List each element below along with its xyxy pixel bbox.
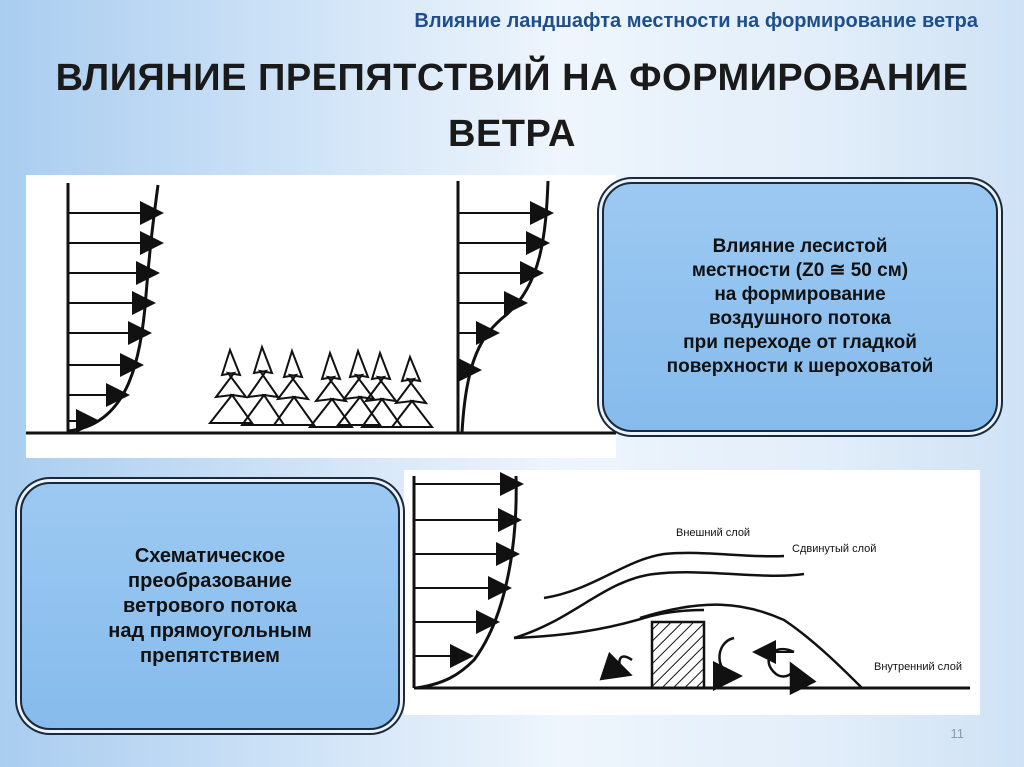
right-profile-arrows bbox=[458, 201, 554, 382]
outer-layer-line bbox=[543, 551, 785, 600]
obstacle-scheme-text: Схематическое преобразование ветрового п… bbox=[108, 544, 312, 667]
obstacle-profile-arrows bbox=[414, 472, 524, 668]
slide-title-line-2: ВЕТРА bbox=[448, 113, 576, 155]
slide-subtitle: Влияние ландшафта местности на формирова… bbox=[414, 10, 978, 32]
slide-title-line-1: ВЛИЯНИЕ ПРЕПЯТСТВИЙ НА ФОРМИРОВАНИЕ bbox=[55, 57, 969, 99]
wake-eddy bbox=[767, 647, 817, 696]
slide-number: 11 bbox=[950, 726, 965, 741]
forest-influence-callout: Влияние лесистой местности (Z0 ≅ 50 см) … bbox=[602, 182, 998, 432]
rectangular-obstacle bbox=[650, 620, 706, 690]
shifted-layer-line bbox=[513, 571, 805, 640]
front-eddy bbox=[599, 651, 633, 681]
right-profile-curve bbox=[460, 180, 550, 434]
inner-layer-label: Внутренний слой bbox=[874, 661, 962, 673]
forest-trees bbox=[207, 343, 435, 428]
lower-streamline bbox=[513, 608, 705, 640]
forest-wind-diagram bbox=[26, 175, 616, 458]
obstacle-wind-svg: Внешний слой Сдвинутый слой Внутренний с… bbox=[412, 472, 970, 696]
obstacle-wind-diagram: Внешний слой Сдвинутый слой Внутренний с… bbox=[404, 470, 980, 715]
obstacle-scheme-callout: Схематическое преобразование ветрового п… bbox=[20, 482, 400, 730]
shifted-layer-label: Сдвинутый слой bbox=[792, 543, 876, 555]
wake-boundary bbox=[639, 603, 863, 689]
slide-title: ВЛИЯНИЕ ПРЕПЯТСТВИЙ НА ФОРМИРОВАНИЕ ВЕТР… bbox=[0, 50, 1024, 162]
rear-eddy bbox=[712, 636, 743, 691]
outer-layer-label: Внешний слой bbox=[676, 527, 750, 539]
forest-wind-svg bbox=[26, 180, 616, 435]
forest-influence-text: Влияние лесистой местности (Z0 ≅ 50 см) … bbox=[666, 236, 934, 377]
left-profile-arrows bbox=[68, 201, 164, 433]
